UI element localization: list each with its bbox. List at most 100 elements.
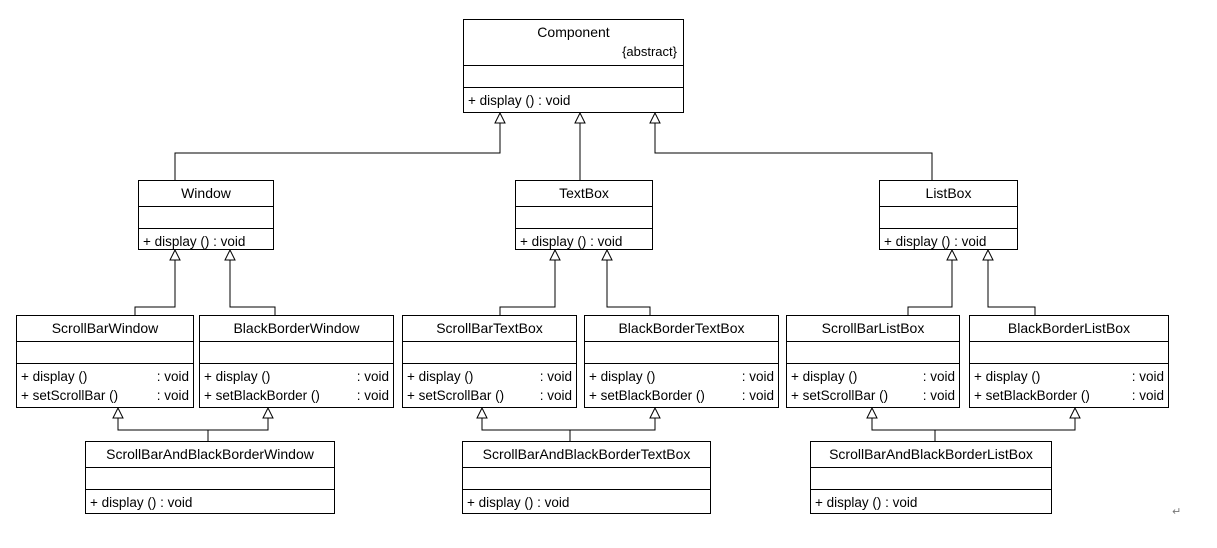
class-scrollbarandblackborderlistbox[interactable]: ScrollBarAndBlackBorderListBox + display… bbox=[810, 441, 1052, 514]
edge-sbbblistbox-to-blackborderlistbox bbox=[934, 418, 1076, 441]
class-name: ScrollBarAndBlackBorderTextBox bbox=[482, 446, 691, 462]
operations-compartment: + display () : void bbox=[516, 229, 652, 251]
operation: + setBlackBorder () : void bbox=[974, 386, 1164, 405]
edge-sbbbwindow-to-blackborderwindow bbox=[207, 418, 269, 441]
class-window[interactable]: Window + display () : void bbox=[138, 180, 274, 250]
class-name: BlackBorderWindow bbox=[233, 320, 360, 336]
operation-return-type: : void bbox=[1131, 388, 1164, 403]
stereotype-label: {abstract} bbox=[622, 44, 677, 59]
operation: + display () : void bbox=[884, 234, 987, 249]
operation-signature: + setScrollBar () bbox=[791, 388, 889, 403]
attributes-compartment bbox=[880, 207, 1017, 229]
generalization-arrowhead bbox=[224, 248, 236, 261]
attributes-compartment bbox=[200, 342, 393, 364]
class-scrollbarlistbox[interactable]: ScrollBarListBox + display (): void + se… bbox=[786, 315, 960, 408]
operation: + display () : void bbox=[468, 93, 571, 108]
operation-signature: + setBlackBorder () bbox=[589, 388, 705, 403]
class-blackborderwindow[interactable]: BlackBorderWindow + display () : void + s… bbox=[199, 315, 394, 408]
operation-signature: + display () bbox=[204, 369, 271, 384]
attributes-compartment bbox=[585, 342, 778, 364]
class-blackborderlistbox-name-compartment: BlackBorderListBox bbox=[970, 316, 1168, 342]
attributes-compartment bbox=[403, 342, 576, 364]
class-blackborderlistbox[interactable]: BlackBorderListBox + display () : void + … bbox=[969, 315, 1169, 408]
class-component[interactable]: Component {abstract} + display () : void bbox=[463, 19, 684, 113]
class-blackbordertextbox[interactable]: BlackBorderTextBox + display (): void + … bbox=[584, 315, 779, 408]
operation-signature: + setBlackBorder () bbox=[974, 388, 1090, 403]
generalization-arrowhead bbox=[866, 406, 878, 419]
operation-signature: + setScrollBar () bbox=[407, 388, 505, 403]
operation-signature: + setBlackBorder () bbox=[204, 388, 320, 403]
generalization-arrowhead bbox=[649, 111, 661, 124]
class-textbox-name-compartment: TextBox bbox=[516, 181, 652, 207]
class-scrollbarandblackbordertextbox-name-compartment: ScrollBarAndBlackBorderTextBox bbox=[463, 442, 710, 468]
edge-blackbordertextbox-to-textbox bbox=[606, 258, 651, 315]
edge-window-to-component bbox=[174, 123, 501, 180]
edge-sbbblistbox-to-scrollbarlistbox bbox=[871, 418, 936, 441]
attributes-compartment bbox=[86, 468, 334, 490]
class-name: ScrollBarAndBlackBorderWindow bbox=[106, 446, 314, 462]
attributes-compartment bbox=[787, 342, 959, 364]
attributes-compartment bbox=[17, 342, 193, 364]
operation-return-type: : void bbox=[156, 388, 189, 403]
class-listbox[interactable]: ListBox + display () : void bbox=[879, 180, 1018, 250]
operation-return-type: : void bbox=[539, 388, 572, 403]
operation-return-type: : void bbox=[741, 388, 774, 403]
generalization-arrowhead bbox=[494, 111, 506, 124]
operation-return-type: : void bbox=[539, 369, 572, 384]
generalization-arrowhead bbox=[549, 248, 561, 261]
class-name: ListBox bbox=[925, 185, 972, 201]
class-listbox-name-compartment: ListBox bbox=[880, 181, 1017, 207]
edge-sbbbtextbox-to-blackbordertextbox bbox=[569, 418, 656, 441]
generalization-arrowhead bbox=[946, 248, 958, 261]
operations-compartment: + display () : void bbox=[463, 490, 710, 512]
operations-compartment: + display () : void bbox=[86, 490, 334, 512]
edge-sbbbwindow-to-scrollbarwindow bbox=[117, 418, 209, 441]
attributes-compartment bbox=[464, 66, 683, 88]
operation-signature: + display () bbox=[974, 369, 1041, 384]
operation: + display () : void bbox=[204, 367, 389, 386]
class-name: TextBox bbox=[559, 185, 609, 201]
generalization-arrowhead bbox=[262, 406, 274, 419]
class-scrollbarandblackborderlistbox-name-compartment: ScrollBarAndBlackBorderListBox bbox=[811, 442, 1051, 468]
operation: + display (): void bbox=[791, 367, 955, 386]
operation-return-type: : void bbox=[741, 369, 774, 384]
class-textbox[interactable]: TextBox + display () : void bbox=[515, 180, 653, 250]
generalization-arrowhead bbox=[649, 406, 661, 419]
operations-compartment: + display () : void bbox=[139, 229, 273, 251]
class-name: ScrollBarWindow bbox=[51, 320, 159, 336]
operations-compartment: + display () : void + setBlackBorder () : … bbox=[970, 364, 1168, 405]
operation: + setBlackBorder () : void bbox=[589, 386, 774, 405]
class-scrollbarwindow[interactable]: ScrollBarWindow + display (): void + set… bbox=[16, 315, 194, 408]
operation-return-type: : void bbox=[922, 388, 955, 403]
edge-blackborderlistbox-to-listbox bbox=[987, 258, 1036, 315]
class-component-name-compartment: Component {abstract} bbox=[464, 20, 683, 66]
class-scrollbarandblackborderwindow[interactable]: ScrollBarAndBlackBorderWindow + display … bbox=[85, 441, 335, 514]
class-name: ScrollBarTextBox bbox=[436, 320, 543, 336]
operation-signature: + display () bbox=[407, 369, 474, 384]
attributes-compartment bbox=[463, 468, 710, 490]
operation: + display (): void bbox=[589, 367, 774, 386]
operation-return-type: : void bbox=[356, 369, 389, 384]
generalization-arrowhead bbox=[1069, 406, 1081, 419]
class-name: Component bbox=[537, 24, 610, 40]
class-scrollbarandblackbordertextbox[interactable]: ScrollBarAndBlackBorderTextBox + display… bbox=[462, 441, 711, 514]
operation: + display () : void bbox=[815, 495, 918, 510]
generalization-arrowhead bbox=[574, 111, 586, 124]
class-window-name-compartment: Window bbox=[139, 181, 273, 207]
class-name: BlackBorderListBox bbox=[1007, 320, 1131, 336]
operation: + display () : void bbox=[143, 234, 246, 249]
attributes-compartment bbox=[811, 468, 1051, 490]
generalization-arrowhead bbox=[169, 248, 181, 261]
edge-scrollbarlistbox-to-listbox bbox=[907, 258, 953, 315]
class-blackborderwindow-name-compartment: BlackBorderWindow bbox=[200, 316, 393, 342]
paragraph-mark: ↵ bbox=[1172, 506, 1182, 518]
generalization-arrowhead bbox=[112, 406, 124, 419]
operation: + display () : void bbox=[407, 367, 572, 386]
operation: + setScrollBar () : void bbox=[21, 386, 189, 405]
operation-signature: + setScrollBar () bbox=[21, 388, 119, 403]
edge-sbbbtextbox-to-scrollbartextbox bbox=[481, 418, 571, 441]
class-name: BlackBorderTextBox bbox=[618, 320, 745, 336]
edge-listbox-to-component bbox=[654, 123, 933, 180]
class-scrollbartextbox[interactable]: ScrollBarTextBox + display () : void + se… bbox=[402, 315, 577, 408]
